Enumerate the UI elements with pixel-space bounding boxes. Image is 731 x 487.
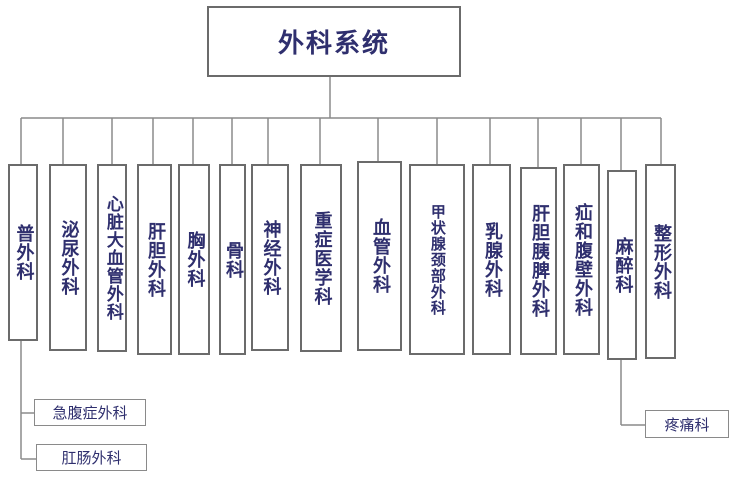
dept-anesthesia: 麻醉科 — [607, 170, 637, 360]
subdept-label: 肛肠外科 — [61, 449, 122, 467]
dept-urology: 泌尿外科 — [49, 164, 87, 351]
dept-label: 乳腺外科 — [481, 221, 503, 298]
subdept-pain: 疼痛科 — [645, 410, 729, 438]
dept-critical: 重症医学科 — [300, 164, 342, 352]
dept-hbp: 肝胆胰脾外科 — [520, 167, 557, 355]
dept-neuro: 神经外科 — [251, 164, 289, 351]
dept-ortho: 骨科 — [219, 164, 246, 355]
dept-label: 整形外科 — [650, 223, 672, 300]
dept-label: 泌尿外科 — [58, 219, 80, 296]
dept-hernia: 疝和腹壁外科 — [563, 164, 600, 355]
dept-general: 普外科 — [8, 164, 38, 341]
dept-cardio: 心脏大血管外科 — [97, 164, 127, 352]
dept-label: 骨科 — [222, 240, 244, 279]
dept-label: 肝胆胰脾外科 — [528, 204, 550, 318]
subdept-anorectal: 肛肠外科 — [36, 444, 147, 471]
dept-thyroid: 甲状腺颈部外科 — [409, 164, 465, 355]
subdept-acute-abdomen: 急腹症外科 — [34, 399, 146, 426]
dept-label: 疝和腹壁外科 — [571, 202, 593, 317]
dept-label: 肝胆外科 — [144, 221, 166, 298]
dept-thoracic: 胸外科 — [178, 164, 210, 355]
dept-label: 神经外科 — [260, 219, 282, 296]
dept-label: 血管外科 — [369, 218, 391, 294]
dept-label: 心脏大血管外科 — [102, 195, 123, 321]
dept-plastic: 整形外科 — [645, 164, 676, 359]
dept-breast: 乳腺外科 — [472, 164, 511, 355]
dept-label: 甲状腺颈部外科 — [428, 203, 447, 316]
dept-label: 麻醉科 — [612, 236, 634, 294]
root-node: 外科系统 — [207, 6, 461, 77]
dept-label: 普外科 — [13, 224, 35, 281]
root-title: 外科系统 — [277, 29, 390, 59]
dept-label: 重症医学科 — [311, 210, 333, 306]
subdept-label: 疼痛科 — [664, 415, 710, 434]
dept-hepato: 肝胆外科 — [137, 164, 172, 355]
dept-vascular: 血管外科 — [357, 161, 402, 351]
subdept-label: 急腹症外科 — [52, 404, 128, 422]
dept-label: 胸外科 — [184, 231, 206, 288]
